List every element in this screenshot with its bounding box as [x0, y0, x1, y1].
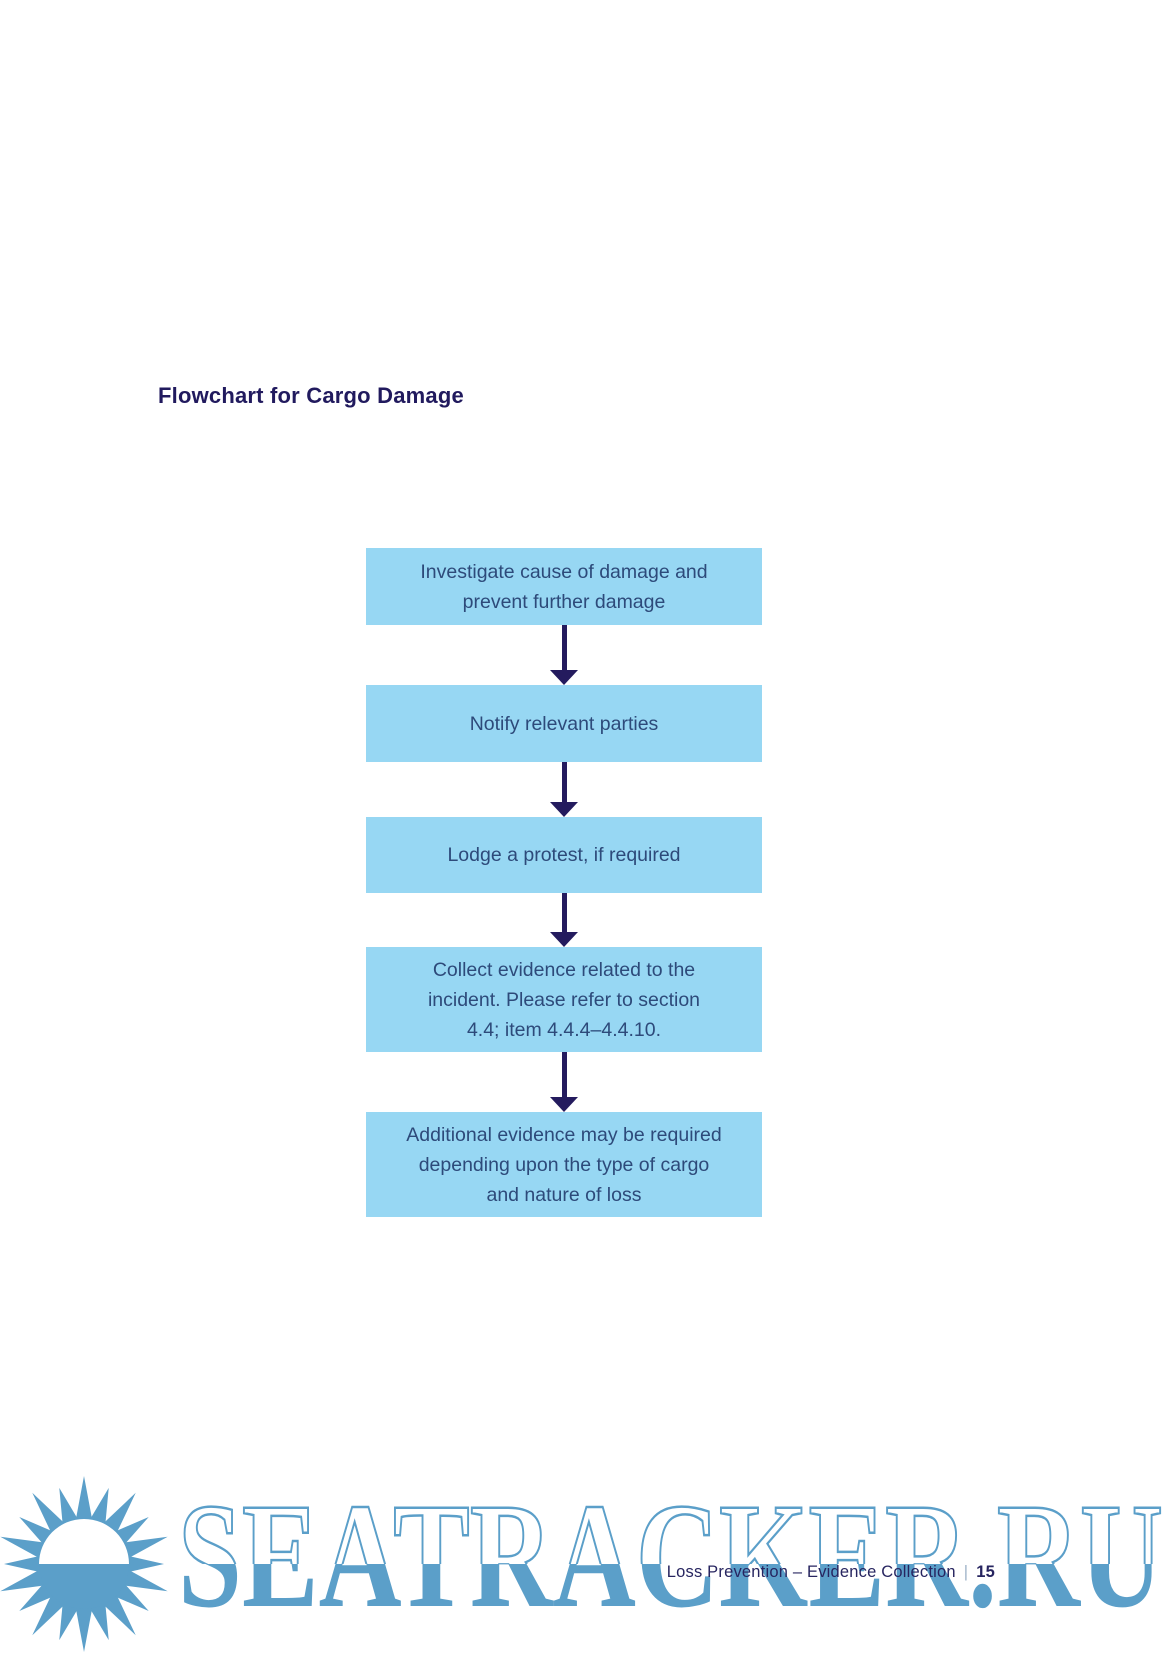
flow-step-protest: Lodge a protest, if required	[366, 817, 762, 893]
arrow-head	[550, 802, 578, 817]
arrow-shaft	[561, 762, 567, 802]
flowchart: Investigate cause of damage and prevent …	[366, 548, 762, 1217]
watermark-text-outline: SEATRACKER.RU	[178, 1473, 1163, 1639]
arrow-head	[550, 932, 578, 947]
sun-rays	[0, 1476, 168, 1652]
flow-step-investigate: Investigate cause of damage and prevent …	[366, 548, 762, 625]
arrow-shaft	[561, 625, 567, 670]
flow-arrow-down-icon	[366, 1052, 762, 1112]
sun-bottom-half	[39, 1564, 129, 1609]
flow-arrow-down-icon	[366, 625, 762, 685]
watermark-text-solid: SEATRACKER.RU	[178, 1473, 1163, 1639]
sun-top-half	[39, 1519, 129, 1564]
footer-label: Loss Prevention – Evidence Collection	[666, 1563, 956, 1581]
footer: Loss Prevention – Evidence Collection | 15	[667, 1563, 995, 1582]
flow-step-collect-evidence: Collect evidence related to the incident…	[366, 947, 762, 1052]
flow-step-notify: Notify relevant parties	[366, 685, 762, 762]
page-title: Flowchart for Cargo Damage	[158, 383, 464, 408]
flow-step-label: Collect evidence related to the incident…	[427, 958, 701, 1041]
arrow-shaft	[561, 893, 567, 932]
flow-step-label: Notify relevant parties	[469, 712, 659, 735]
flow-step-label: Additional evidence may be required depe…	[406, 1123, 722, 1206]
flow-arrow-down-icon	[366, 762, 762, 817]
footer-separator: |	[963, 1563, 969, 1581]
flow-step-label: Investigate cause of damage and prevent …	[420, 560, 708, 613]
arrow-head	[550, 1097, 578, 1112]
page-number: 15	[976, 1563, 995, 1581]
seatracker-watermark: SEATRACKER.RU SEATRACKER.RU	[0, 1472, 1164, 1652]
arrow-shaft	[561, 1052, 567, 1097]
flow-step-additional-evidence: Additional evidence may be required depe…	[366, 1112, 762, 1217]
flow-arrow-down-icon	[366, 893, 762, 947]
arrow-head	[550, 670, 578, 685]
sun-logo	[0, 1476, 168, 1652]
flow-step-label: Lodge a protest, if required	[447, 844, 681, 866]
